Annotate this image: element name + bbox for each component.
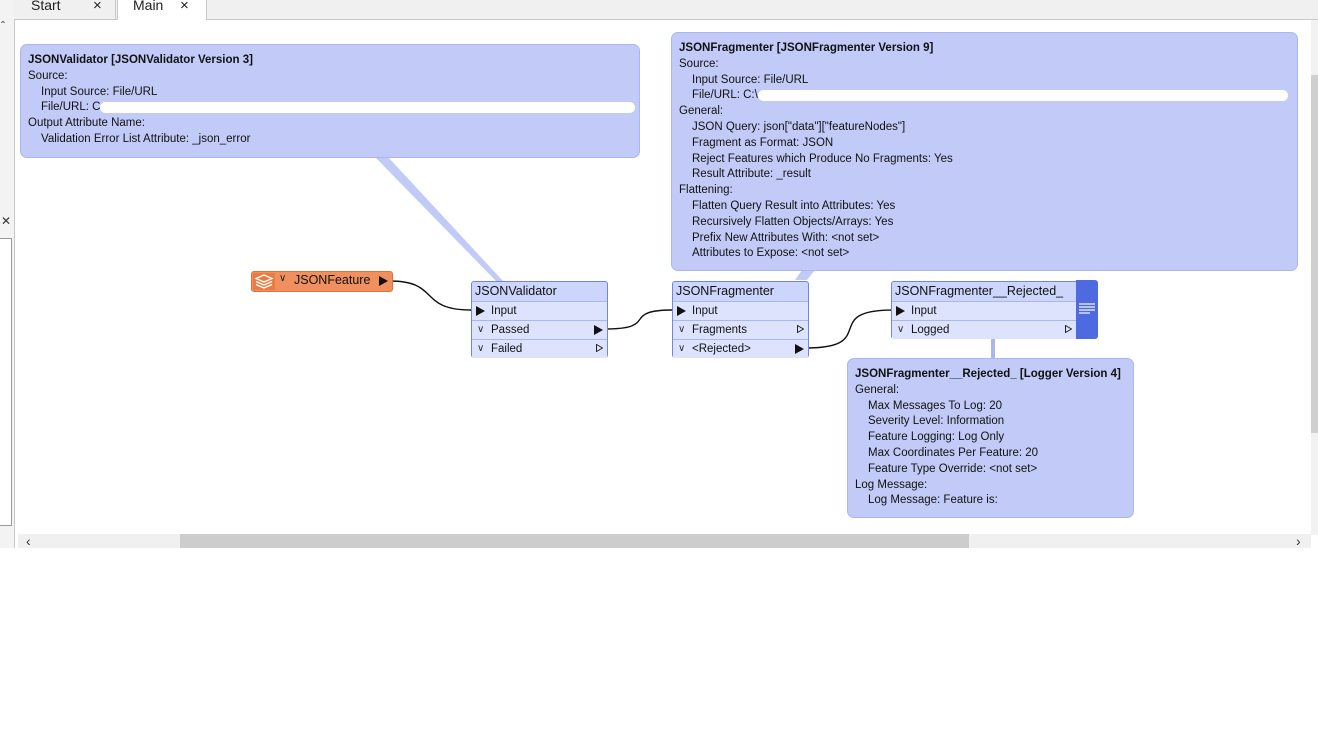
output-port-rejected[interactable]: ∨ <Rejected> [673,339,808,358]
fragmenter-callout-tail [795,270,815,280]
tab-main-label: Main [133,0,164,13]
output-arrow-icon[interactable] [594,325,603,335]
validator-callout-tail [375,157,503,281]
left-dock-panel [0,238,12,526]
layers-icon [253,273,275,290]
annotation-line: JSON Query: json["data"]["featureNodes"] [692,120,906,133]
tab-start[interactable]: Start × [31,0,116,19]
annotation-title: JSONValidator [JSONValidator Version 3] [28,54,253,66]
input-arrow-icon [476,306,485,316]
transformer-jsonvalidator[interactable]: JSONValidator Input ∨ Passed ∨ Failed [471,281,608,358]
log-lines-icon [1079,303,1095,314]
logger-side-tab[interactable] [1076,280,1098,339]
output-port-fragments[interactable]: ∨ Fragments [673,320,808,339]
annotation-line: Log Message: Feature is: [868,494,998,507]
annotation-line: Max Messages To Log: 20 [868,399,1003,412]
reader-jsonfeature[interactable]: ∨ JSONFeature [251,271,393,292]
output-port-failed[interactable]: ∨ Failed [472,339,607,358]
annotation-line: File/URL: C:\ [679,88,1291,104]
tab-main[interactable]: Main × [117,0,207,20]
annotation-line: Flatten Query Result into Attributes: Ye… [692,199,896,212]
annotation-line: Recursively Flatten Objects/Arrays: Yes [692,215,894,228]
tab-start-label: Start [31,0,61,13]
annotation-line-text: File/URL: C [41,101,101,114]
scroll-right-icon[interactable]: › [1296,533,1301,549]
port-label: Passed [491,324,530,336]
annotation-line: Prefix New Attributes With: <not set> [692,231,880,244]
annotation-line: Input Source: File/URL [692,73,809,86]
annotation-validator[interactable]: JSONValidator [JSONValidator Version 3] … [20,44,640,158]
annotation-logger[interactable]: JSONFragmenter__Rejected_ [Logger Versio… [847,358,1134,518]
annotation-line: File/URL: C [28,100,636,116]
annotation-line: Input Source: File/URL [41,85,158,98]
chevron-down-icon[interactable]: ∨ [279,273,287,284]
annotation-line: Feature Type Override: <not set> [868,462,1038,475]
port-label: Input [911,305,937,317]
annotation-line: Feature Logging: Log Only [868,431,1005,444]
annotation-line: Severity Level: Information [868,415,1005,428]
output-arrow-hollow-icon[interactable] [797,325,804,333]
input-port[interactable]: Input [673,301,808,320]
transformer-jsonfragmenter[interactable]: JSONFragmenter Input ∨ Fragments ∨ <Reje… [672,281,809,358]
output-port-logged[interactable]: ∨ Logged [892,320,1076,339]
output-port-passed[interactable]: ∨ Passed [472,320,607,339]
port-label: Input [692,305,718,317]
port-label: Logged [911,324,950,336]
annotation-line: General: [679,105,724,118]
connection-reader-validator[interactable] [389,280,472,311]
output-port-arrow-icon[interactable] [379,276,388,286]
port-label: Fragments [692,324,747,336]
annotation-line: Output Attribute Name: [28,117,145,130]
redaction-mark [757,89,1288,101]
annotation-line: Max Coordinates Per Feature: 20 [868,446,1039,459]
chevron-down-icon[interactable]: ∨ [678,343,686,354]
chevron-down-icon[interactable]: ∨ [678,324,686,335]
transformer-name: JSONFragmenter [676,284,774,298]
output-arrow-hollow-icon[interactable] [1065,325,1072,333]
annotation-line: General: [855,383,900,396]
chevron-down-icon[interactable]: ∨ [477,343,485,354]
annotation-line: Source: [28,69,68,82]
annotation-line: Fragment as Format: JSON [692,136,834,149]
input-port[interactable]: Input [472,301,607,320]
close-icon[interactable]: ✕ [1,214,12,228]
transformer-name: JSONFragmenter__Rejected_ [895,284,1064,298]
connection-fragmenter-logger[interactable] [805,309,894,349]
chevron-down-icon[interactable]: ∨ [477,324,485,335]
horizontal-scroll-thumb[interactable] [180,534,969,548]
output-arrow-hollow-icon[interactable] [596,344,603,352]
scroll-left-icon[interactable]: ‹ [26,533,31,549]
logger-callout-tail [991,339,995,358]
annotation-line: Source: [679,57,719,70]
annotation-line: Log Message: [855,478,928,491]
transformer-logger[interactable]: JSONFragmenter__Rejected_ Input ∨ Logged [891,281,1077,339]
input-port[interactable]: Input [892,301,1076,320]
annotation-title: JSONFragmenter [JSONFragmenter Version 9… [679,42,934,54]
annotation-line-text: File/URL: C:\ [692,89,758,102]
annotation-line: Reject Features which Produce No Fragmen… [692,152,953,165]
redaction-mark [100,101,636,113]
input-arrow-icon [677,306,686,316]
port-label: <Rejected> [692,343,751,355]
annotation-line: Result Attribute: _result [692,168,811,181]
port-label: Input [491,305,517,317]
transformer-name: JSONValidator [475,284,557,298]
output-arrow-icon[interactable] [795,344,804,354]
annotation-line: Attributes to Expose: <not set> [692,247,850,260]
annotation-title: JSONFragmenter__Rejected_ [Logger Versio… [855,368,1121,380]
reader-name: JSONFeature [294,273,371,287]
connection-validator-fragmenter[interactable] [604,309,674,330]
collapse-icon[interactable]: ˆ [1,19,5,33]
annotation-fragmenter[interactable]: JSONFragmenter [JSONFragmenter Version 9… [671,32,1298,271]
close-icon[interactable]: × [93,0,102,14]
tab-bar: Start × Main × [14,0,1318,20]
annotation-line: Validation Error List Attribute: _json_e… [41,132,251,145]
annotation-line: Flattening: [679,184,733,197]
vertical-scroll-thumb[interactable] [1311,75,1318,433]
port-label: Failed [491,343,523,355]
chevron-down-icon[interactable]: ∨ [897,324,905,335]
close-icon[interactable]: × [180,0,189,14]
input-arrow-icon [896,306,905,316]
